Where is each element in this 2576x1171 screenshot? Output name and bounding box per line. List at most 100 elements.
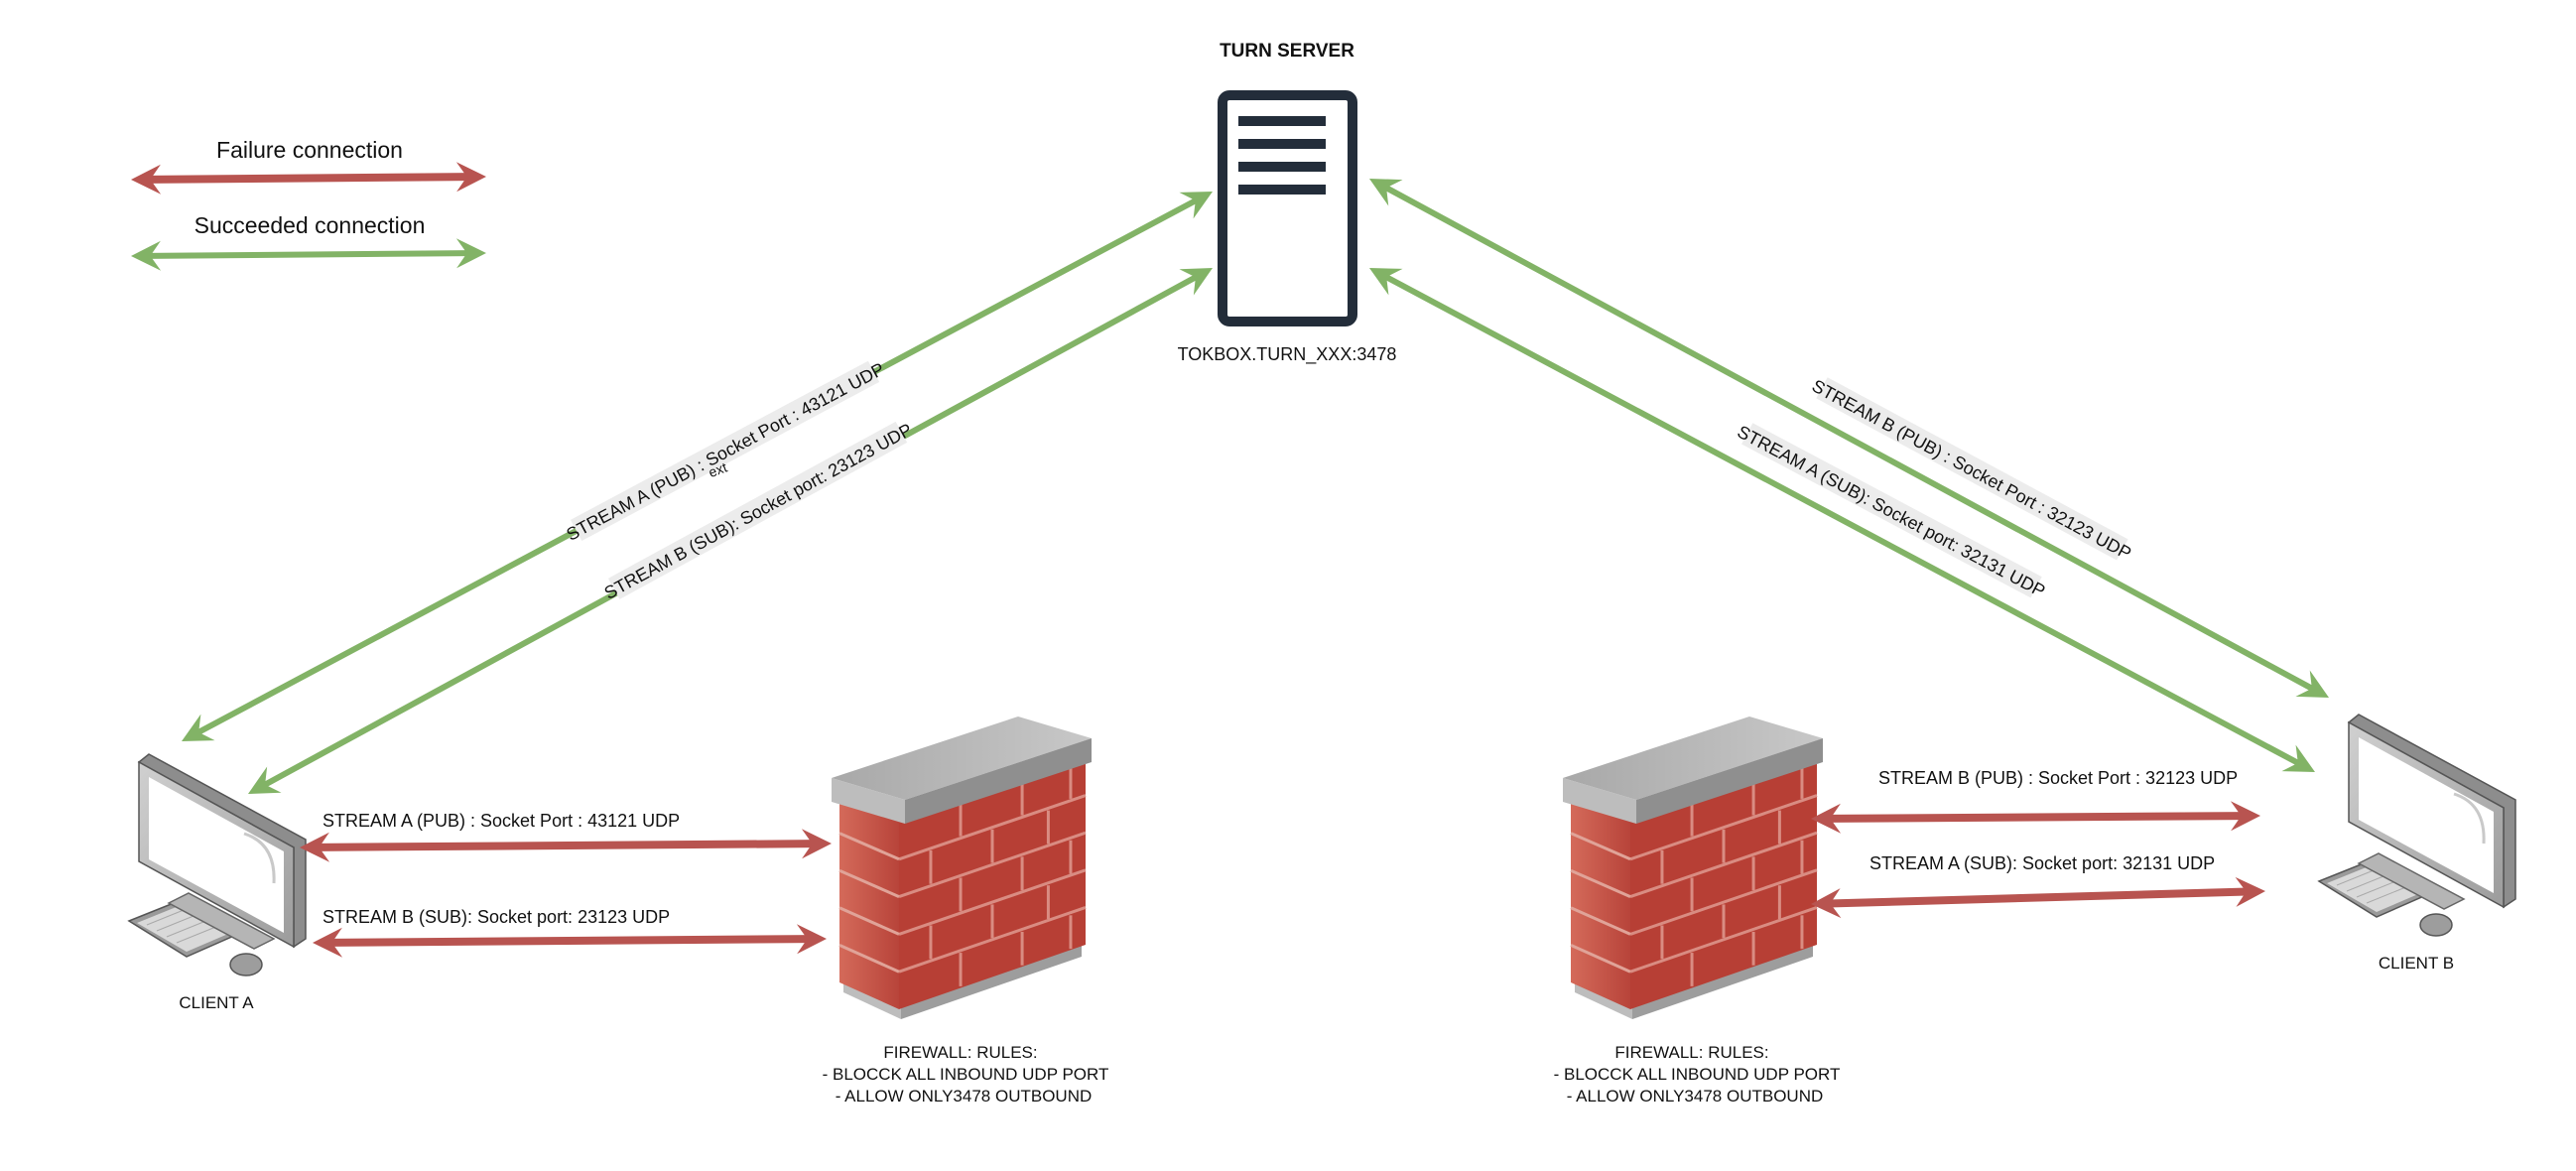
arrowhead <box>248 766 282 794</box>
arrowhead <box>455 162 486 193</box>
firewall-cap <box>832 778 905 824</box>
arrow-shaft <box>1828 887 2249 908</box>
firewall-a-rules-title: FIREWALL: RULES: <box>883 1043 1037 1062</box>
mortar-line <box>838 832 900 861</box>
firewall-a-rule-2: - ALLOW ONLY3478 OUTBOUND <box>836 1087 1093 1106</box>
firewall-cap <box>1636 738 1823 824</box>
mortar-line <box>1629 794 1818 861</box>
firewall-a[interactable]: FIREWALL: RULES: - BLOCCK ALL INBOUND UD… <box>823 716 1109 1106</box>
mortar-line <box>898 794 1087 861</box>
direct-line-b-stream-a-sub[interactable] <box>1811 876 2265 919</box>
arrowhead <box>1179 192 1213 219</box>
direct-label-b-stream-a-sub: STREAM A (SUB): Socket port: 32131 UDP <box>1869 853 2215 873</box>
mortar-line <box>1629 831 1818 899</box>
firewall-cap <box>1563 716 1823 800</box>
arrowhead <box>1369 268 1403 296</box>
mortar-line <box>838 944 900 974</box>
firewall-cap <box>905 738 1092 824</box>
arrow-shaft <box>317 840 815 851</box>
server-title: TURN SERVER <box>1220 41 1354 62</box>
brick-firewall-icon <box>1563 716 1823 1019</box>
firewall-b-rule-2: - ALLOW ONLY3478 OUTBOUND <box>1567 1087 1824 1106</box>
mortar-line <box>838 868 900 898</box>
direct-line-a-stream-a-pub[interactable] <box>300 829 832 862</box>
stray-placeholder-text: ext <box>707 459 729 480</box>
direct-label-a-stream-b-sub: STREAM B (SUB): Socket port: 23123 UDP <box>322 907 670 927</box>
firewall-b-rule-1: - BLOCCK ALL INBOUND UDP PORT <box>1554 1065 1841 1084</box>
svg-text:STREAM A (SUB): Socket port: 3: STREAM A (SUB): Socket port: 32131 UDP <box>1735 422 2049 601</box>
svg-text:ext: ext <box>707 459 729 480</box>
arrowhead <box>300 832 330 862</box>
arrow-shaft <box>329 935 810 947</box>
direct-connections: STREAM A (PUB) : Socket Port : 43121 UDP… <box>300 768 2265 958</box>
firewall-side <box>839 796 899 1009</box>
relay-line-client-b-stream-b-pub[interactable] <box>1369 179 2329 698</box>
arrowhead <box>801 829 832 859</box>
legend-failure-arrow <box>131 162 486 195</box>
client-b-label: CLIENT B <box>2379 954 2454 973</box>
firewall-side <box>1571 796 1630 1009</box>
mortar-line <box>838 906 900 936</box>
relay-label-client-b-stream-a-sub: STREAM A (SUB): Socket port: 32131 UDP <box>1735 422 2049 601</box>
arrowhead <box>182 714 215 741</box>
mortar-line <box>898 905 1087 974</box>
arrowhead <box>313 927 343 958</box>
arrow-shaft <box>1383 273 2301 767</box>
client-a-label: CLIENT A <box>179 993 254 1012</box>
turn-server[interactable]: TURN SERVER TOKBOX.TURN_XXX:3478 <box>1178 41 1397 365</box>
arrowhead <box>131 240 162 271</box>
relay-label-client-b-stream-b-pub: STREAM B (PUB) : Socket Port : 32123 UDP <box>1809 376 2134 564</box>
direct-line-b-stream-b-pub[interactable] <box>1811 801 2260 834</box>
firewall-front <box>1630 758 1817 1009</box>
direct-line-a-stream-b-sub[interactable] <box>313 924 827 958</box>
firewall-cap <box>832 716 1092 800</box>
arrow-shaft <box>148 250 469 259</box>
arrowhead <box>1179 268 1213 296</box>
arrowhead <box>2295 670 2329 698</box>
legend-failure-label: Failure connection <box>216 137 403 163</box>
arrow-shaft <box>1828 812 2244 823</box>
legend: Failure connection Succeeded connection <box>131 137 486 271</box>
firewall-cap <box>1563 778 1636 824</box>
desktop-computer-icon <box>2317 714 2516 937</box>
mortar-line <box>898 868 1087 936</box>
svg-text:STREAM B (SUB): Socket port: 2: STREAM B (SUB): Socket port: 23123 UDP <box>601 420 916 603</box>
mortar-line <box>1570 832 1631 861</box>
desktop-computer-icon <box>127 753 307 976</box>
legend-success-label: Succeeded connection <box>194 212 426 238</box>
mortar-line <box>898 831 1087 899</box>
arrowhead <box>1811 803 1842 834</box>
arrowhead <box>2230 801 2260 832</box>
firewall-front <box>899 758 1086 1009</box>
firewall-b[interactable]: FIREWALL: RULES: - BLOCCK ALL INBOUND UD… <box>1554 716 1841 1106</box>
arrow-shaft <box>1383 184 2315 693</box>
brick-firewall-icon <box>832 716 1092 1019</box>
arrow-shaft <box>148 173 469 184</box>
mortar-line <box>1570 906 1631 936</box>
arrowhead <box>1369 179 1403 206</box>
firewall-a-rule-1: - BLOCCK ALL INBOUND UDP PORT <box>823 1065 1109 1084</box>
arrowhead <box>2235 876 2265 907</box>
legend-success-arrow <box>131 238 486 271</box>
relay-line-client-b-stream-a-sub[interactable] <box>1369 268 2315 772</box>
arrowhead <box>455 238 486 269</box>
server-icon <box>1218 90 1357 326</box>
direct-label-b-stream-b-pub: STREAM B (PUB) : Socket Port : 32123 UDP <box>1878 768 2238 788</box>
mortar-line <box>1629 905 1818 974</box>
firewall-base <box>901 943 1082 1019</box>
mortar-line <box>1570 868 1631 898</box>
client-a[interactable]: CLIENT A <box>127 753 307 1012</box>
mortar-line <box>1570 944 1631 974</box>
direct-label-a-stream-a-pub: STREAM A (PUB) : Socket Port : 43121 UDP <box>322 811 680 831</box>
arrowhead <box>2281 744 2315 772</box>
firewall-b-rules-title: FIREWALL: RULES: <box>1614 1043 1768 1062</box>
arrowhead <box>131 164 162 195</box>
firewall-base <box>1632 943 1813 1019</box>
server-address: TOKBOX.TURN_XXX:3478 <box>1178 344 1397 365</box>
client-b[interactable]: CLIENT B <box>2317 714 2516 973</box>
arrowhead <box>796 924 827 955</box>
svg-text:STREAM B (PUB) : Socket Port :: STREAM B (PUB) : Socket Port : 32123 UDP <box>1809 376 2134 564</box>
mortar-line <box>1629 868 1818 936</box>
arrowhead <box>1811 888 1842 919</box>
